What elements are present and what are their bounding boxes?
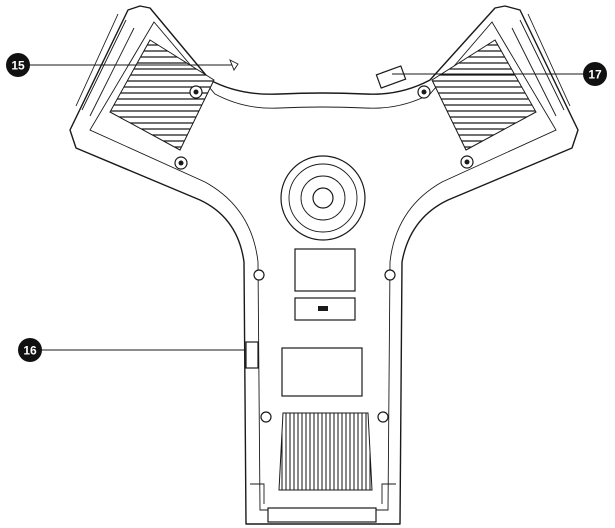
leader-lines [28, 64, 590, 351]
label-plates [281, 248, 363, 397]
callout-16-number: 16 [23, 344, 37, 358]
left-speaker-grille [75, 13, 215, 151]
callout-17-number: 17 [588, 68, 602, 82]
callout-15-number: 15 [11, 59, 25, 73]
callout-17: 17 [583, 62, 607, 86]
reset-key [375, 65, 407, 89]
callout-16: 16 [18, 338, 42, 362]
side-tab [245, 341, 259, 369]
bottom-vent [250, 412, 396, 523]
screw-holes [174, 85, 474, 423]
callout-15: 15 [6, 53, 30, 77]
center-speaker [280, 155, 366, 241]
right-speaker-grille [431, 13, 571, 151]
